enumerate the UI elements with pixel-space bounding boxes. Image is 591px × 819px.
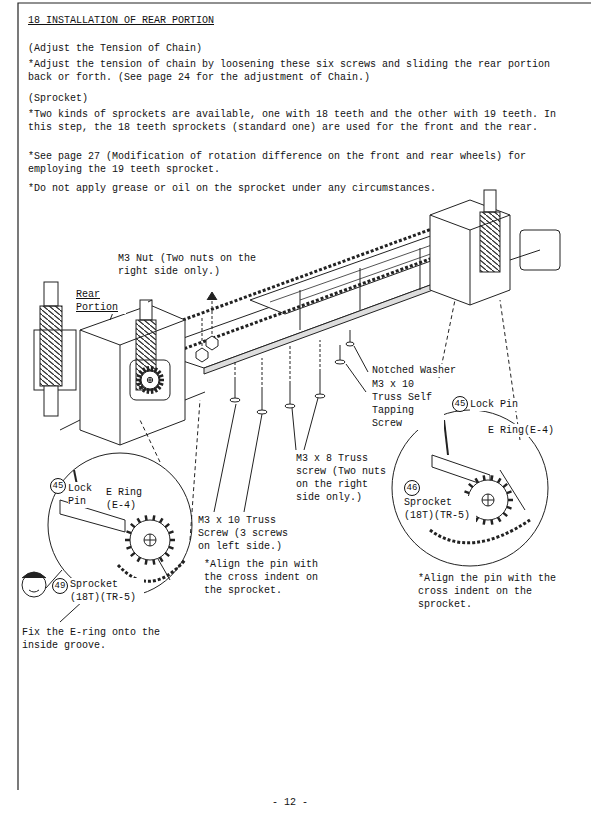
instruction-note: *Align the pin with the cross indent on … — [418, 572, 568, 611]
part-label: Notched Washer — [372, 364, 467, 377]
instruction-note: *Adjust the tension of chain by loosenin… — [28, 58, 573, 84]
part-label: Sprocket (18T)(TR-5) — [70, 578, 144, 604]
section-heading: (Sprocket) — [28, 92, 573, 105]
instruction-note: Fix the E-ring onto the inside groove. — [22, 626, 172, 652]
part-label: M3 x 10 Truss Screw (3 screws on left si… — [198, 514, 288, 553]
part-label: Rear Portion — [76, 288, 126, 314]
instruction-note: *See page 27 (Modification of rotation d… — [28, 150, 573, 176]
part-label: M3 x 8 Truss screw (Two nuts on the righ… — [296, 452, 388, 504]
instruction-note: *Align the pin with the cross indent on … — [204, 558, 330, 597]
instruction-note: *Do not apply grease or oil on the sproc… — [28, 182, 573, 195]
part-label: Sprocket (18T)(TR-5) — [404, 496, 476, 522]
instruction-note: *Two kinds of sprockets are available, o… — [28, 108, 573, 134]
page-number: - 12 - — [272, 796, 308, 809]
callout-number: 46 — [404, 480, 420, 496]
part-label: Lock Pin — [470, 398, 530, 411]
part-label: M3 Nut (Two nuts on the right side only.… — [118, 252, 258, 278]
callout-number: 49 — [52, 578, 68, 594]
part-label: Lock Pin — [68, 482, 100, 508]
part-label: E Ring(E-4) — [488, 424, 568, 437]
callout-number: 45 — [452, 396, 468, 412]
section-title: 18 INSTALLATION OF REAR PORTION — [28, 14, 214, 27]
part-label: E Ring (E-4) — [106, 486, 146, 512]
callout-number: 45 — [50, 478, 66, 494]
section-heading: (Adjust the Tension of Chain) — [28, 42, 573, 55]
part-label: M3 x 10 Truss Self Tapping Screw — [372, 378, 444, 430]
